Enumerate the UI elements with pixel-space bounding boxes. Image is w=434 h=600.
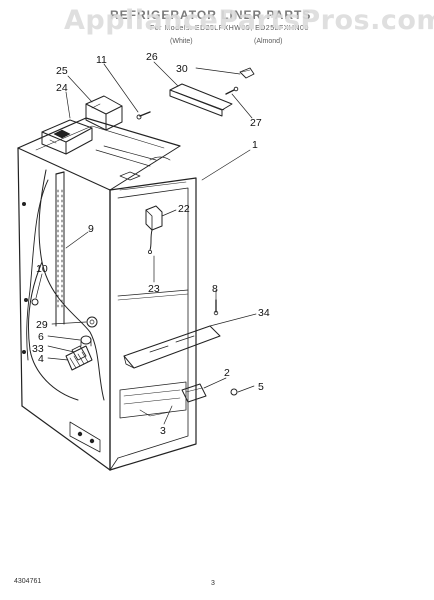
part-2-plate: [181, 383, 207, 403]
callout-9: 9: [88, 223, 94, 235]
part-30-clip: [239, 67, 255, 79]
callout-25: 25: [56, 65, 68, 77]
part-5-washer: [230, 388, 238, 396]
callout-22: 22: [178, 203, 190, 215]
callout-33: 33: [32, 343, 44, 355]
callout-24: 24: [56, 82, 68, 94]
diagram-title: REFRIGERATOR LINER PARTS: [110, 8, 312, 22]
color-almond-label: (Almond): [254, 38, 283, 45]
leader-lines: [35, 61, 257, 425]
callout-27: 27: [250, 117, 262, 129]
diagram-header: REFRIGERATOR LINER PARTS For Models: ED2…: [0, 0, 434, 56]
callout-5: 5: [258, 381, 264, 393]
part-6-cap: [80, 335, 92, 347]
watermark: AppliancePartsPros.com: [64, 5, 434, 36]
page-number: 3: [211, 580, 215, 587]
part-26-top-trim: [169, 83, 233, 117]
part-23-wire: [147, 229, 153, 254]
callout-6: 6: [38, 331, 44, 343]
part-11-screw: [136, 111, 151, 120]
callout-34: 34: [258, 307, 270, 319]
part-22-bracket: [145, 205, 163, 231]
part-4-grille: [65, 345, 93, 371]
document-code: 4304761: [14, 578, 42, 585]
part-8-screw: [213, 299, 219, 316]
callout-labels: 25 24 11 26 30 27 1 22 9 23 10 8 34 29 6…: [32, 51, 270, 437]
callout-2: 2: [224, 367, 230, 379]
part-29-knob: [86, 316, 98, 328]
part-33-light-socket: [71, 345, 87, 361]
callout-29: 29: [36, 319, 48, 331]
callout-23: 23: [148, 283, 160, 295]
part-27-screw: [225, 86, 239, 95]
part-24-control-box: [41, 119, 93, 155]
model-numbers: For Models: ED25LFXHW00, ED25LFXHN00: [150, 25, 309, 32]
callout-4: 4: [38, 353, 44, 365]
callout-1: 1: [252, 139, 258, 151]
part-10-bumper: [31, 298, 39, 306]
part-25-housing: [85, 95, 123, 131]
part-34-shelf-support: [123, 325, 221, 369]
callout-26: 26: [146, 51, 158, 63]
callout-30: 30: [176, 63, 188, 75]
callout-3: 3: [160, 425, 166, 437]
callout-10: 10: [36, 263, 48, 275]
callout-8: 8: [212, 283, 218, 295]
liner-body: [17, 117, 197, 471]
color-white-label: (White): [170, 38, 193, 45]
callout-11: 11: [96, 54, 107, 66]
